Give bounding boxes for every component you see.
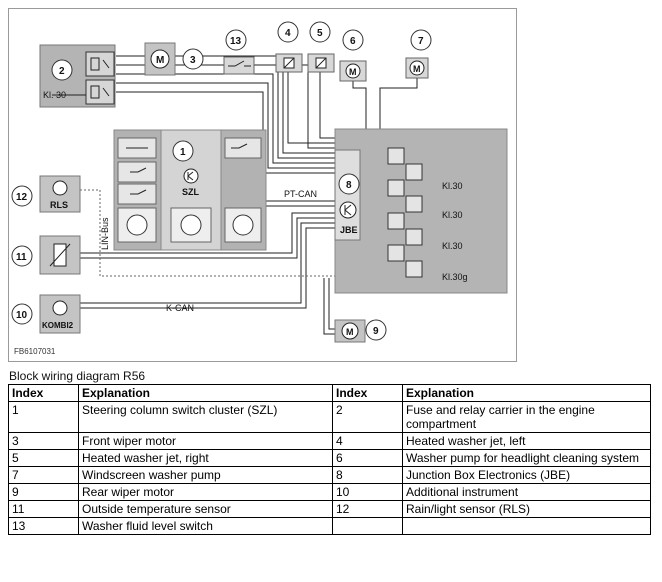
callouts: 1 2 3 4 5 6 7 8 9 10 11 12 13 bbox=[11, 21, 432, 341]
table-cell: 8 bbox=[332, 466, 403, 484]
kl30g-label: Kl.30g bbox=[442, 272, 468, 282]
legend-table: Index Explanation Index Explanation 1 St… bbox=[8, 384, 651, 535]
table-row: 1 Steering column switch cluster (SZL) 2… bbox=[8, 401, 651, 433]
heated-washer-jet-left bbox=[275, 53, 303, 73]
table-cell: Front wiper motor bbox=[78, 432, 333, 450]
jbe-label: JBE bbox=[340, 225, 358, 235]
table-cell: Outside temperature sensor bbox=[78, 500, 333, 518]
callout-12: 12 bbox=[16, 192, 28, 203]
table-cell: 5 bbox=[8, 449, 79, 467]
table-cell: 13 bbox=[8, 517, 79, 535]
kombi-label: KOMBI2 bbox=[42, 321, 74, 330]
table-row: 3 Front wiper motor 4 Heated washer jet,… bbox=[8, 432, 651, 450]
washer-fluid-level-switch bbox=[223, 56, 255, 75]
callout-13: 13 bbox=[230, 36, 242, 47]
front-wiper-motor: M bbox=[144, 42, 176, 76]
headlight-washer-pump: M bbox=[339, 60, 367, 82]
callout-8: 8 bbox=[346, 180, 352, 191]
table-cell bbox=[402, 517, 651, 535]
transistor-icon bbox=[183, 168, 199, 184]
transistor-icon bbox=[339, 201, 357, 219]
callout-1: 1 bbox=[180, 147, 186, 158]
rain-light-sensor bbox=[39, 175, 81, 213]
table-row: 7 Windscreen washer pump 8 Junction Box … bbox=[8, 466, 651, 484]
table-cell: Fuse and relay carrier in the engine com… bbox=[402, 401, 651, 433]
svg-text:M: M bbox=[346, 327, 354, 337]
table-row: 11 Outside temperature sensor 12 Rain/li… bbox=[8, 500, 651, 518]
table-cell: Washer pump for headlight cleaning syste… bbox=[402, 449, 651, 467]
header-index-1: Index bbox=[8, 384, 79, 402]
heated-washer-jet-right bbox=[307, 53, 335, 73]
table-cell: 10 bbox=[332, 483, 403, 501]
additional-instrument bbox=[39, 294, 81, 334]
callout-11: 11 bbox=[16, 252, 27, 263]
windscreen-washer-pump: M bbox=[405, 57, 429, 79]
table-row: 13 Washer fluid level switch bbox=[8, 517, 651, 535]
kl30-label-c: Kl.30 bbox=[442, 241, 463, 251]
header-index-2: Index bbox=[332, 384, 403, 402]
motor-icon bbox=[341, 322, 359, 340]
motor-icon bbox=[150, 49, 170, 69]
table-cell: Rain/light sensor (RLS) bbox=[402, 500, 651, 518]
table-cell: 7 bbox=[8, 466, 79, 484]
svg-text:M: M bbox=[156, 55, 164, 66]
table-cell: Washer fluid level switch bbox=[78, 517, 333, 535]
callout-6: 6 bbox=[350, 36, 356, 47]
table-cell: Heated washer jet, right bbox=[78, 449, 333, 467]
callout-2: 2 bbox=[59, 66, 65, 77]
pt-can-label: PT-CAN bbox=[284, 189, 317, 199]
svg-text:M: M bbox=[413, 64, 421, 74]
table-row: 9 Rear wiper motor 10 Additional instrum… bbox=[8, 483, 651, 501]
szl-label: SZL bbox=[182, 187, 200, 197]
motor-icon bbox=[409, 60, 425, 76]
table-cell: 12 bbox=[332, 500, 403, 518]
callout-5: 5 bbox=[317, 28, 323, 39]
motor-icon bbox=[345, 63, 361, 79]
table-cell: Steering column switch cluster (SZL) bbox=[78, 401, 333, 433]
callout-4: 4 bbox=[285, 28, 291, 39]
table-cell: 2 bbox=[332, 401, 403, 433]
table-cell: 9 bbox=[8, 483, 79, 501]
fuse-relay-carrier bbox=[39, 44, 116, 108]
transistor-icon bbox=[52, 180, 68, 196]
kl30-label-a: Kl.30 bbox=[442, 181, 463, 191]
junction-box-electronics bbox=[334, 128, 508, 294]
table-cell: Junction Box Electronics (JBE) bbox=[402, 466, 651, 484]
lin-bus-line bbox=[80, 189, 335, 277]
table-row: 5 Heated washer jet, right 6 Washer pump… bbox=[8, 449, 651, 467]
figure-code: FB6107031 bbox=[14, 347, 56, 356]
block-wiring-diagram: Kl. 30 M M M bbox=[8, 8, 517, 362]
table-cell: 11 bbox=[8, 500, 79, 518]
k-can-label: K-CAN bbox=[166, 303, 194, 313]
callout-7: 7 bbox=[418, 36, 424, 47]
header-explanation-2: Explanation bbox=[402, 384, 651, 402]
rear-wiper-motor: M bbox=[334, 319, 366, 343]
table-cell: 6 bbox=[332, 449, 403, 467]
table-cell: Windscreen washer pump bbox=[78, 466, 333, 484]
svg-text:M: M bbox=[349, 67, 357, 77]
callout-9: 9 bbox=[373, 326, 379, 337]
callout-3: 3 bbox=[190, 55, 196, 66]
table-cell bbox=[332, 517, 403, 535]
table-cell: Rear wiper motor bbox=[78, 483, 333, 501]
header-explanation-1: Explanation bbox=[78, 384, 333, 402]
table-cell: 3 bbox=[8, 432, 79, 450]
transistor-icon bbox=[52, 300, 68, 316]
lin-bus-label: LIN-Bus bbox=[100, 217, 110, 250]
table-cell: 4 bbox=[332, 432, 403, 450]
kl30-left-label: Kl. 30 bbox=[43, 90, 66, 100]
callout-10: 10 bbox=[16, 310, 28, 321]
table-header-row: Index Explanation Index Explanation bbox=[8, 384, 651, 402]
outside-temperature-sensor bbox=[39, 235, 81, 275]
kl30-label-b: Kl.30 bbox=[442, 210, 463, 220]
table-cell: Additional instrument bbox=[402, 483, 651, 501]
table-cell: Heated washer jet, left bbox=[402, 432, 651, 450]
diagram-caption: Block wiring diagram R56 bbox=[9, 369, 146, 383]
table-cell: 1 bbox=[8, 401, 79, 433]
rls-label: RLS bbox=[50, 200, 68, 210]
